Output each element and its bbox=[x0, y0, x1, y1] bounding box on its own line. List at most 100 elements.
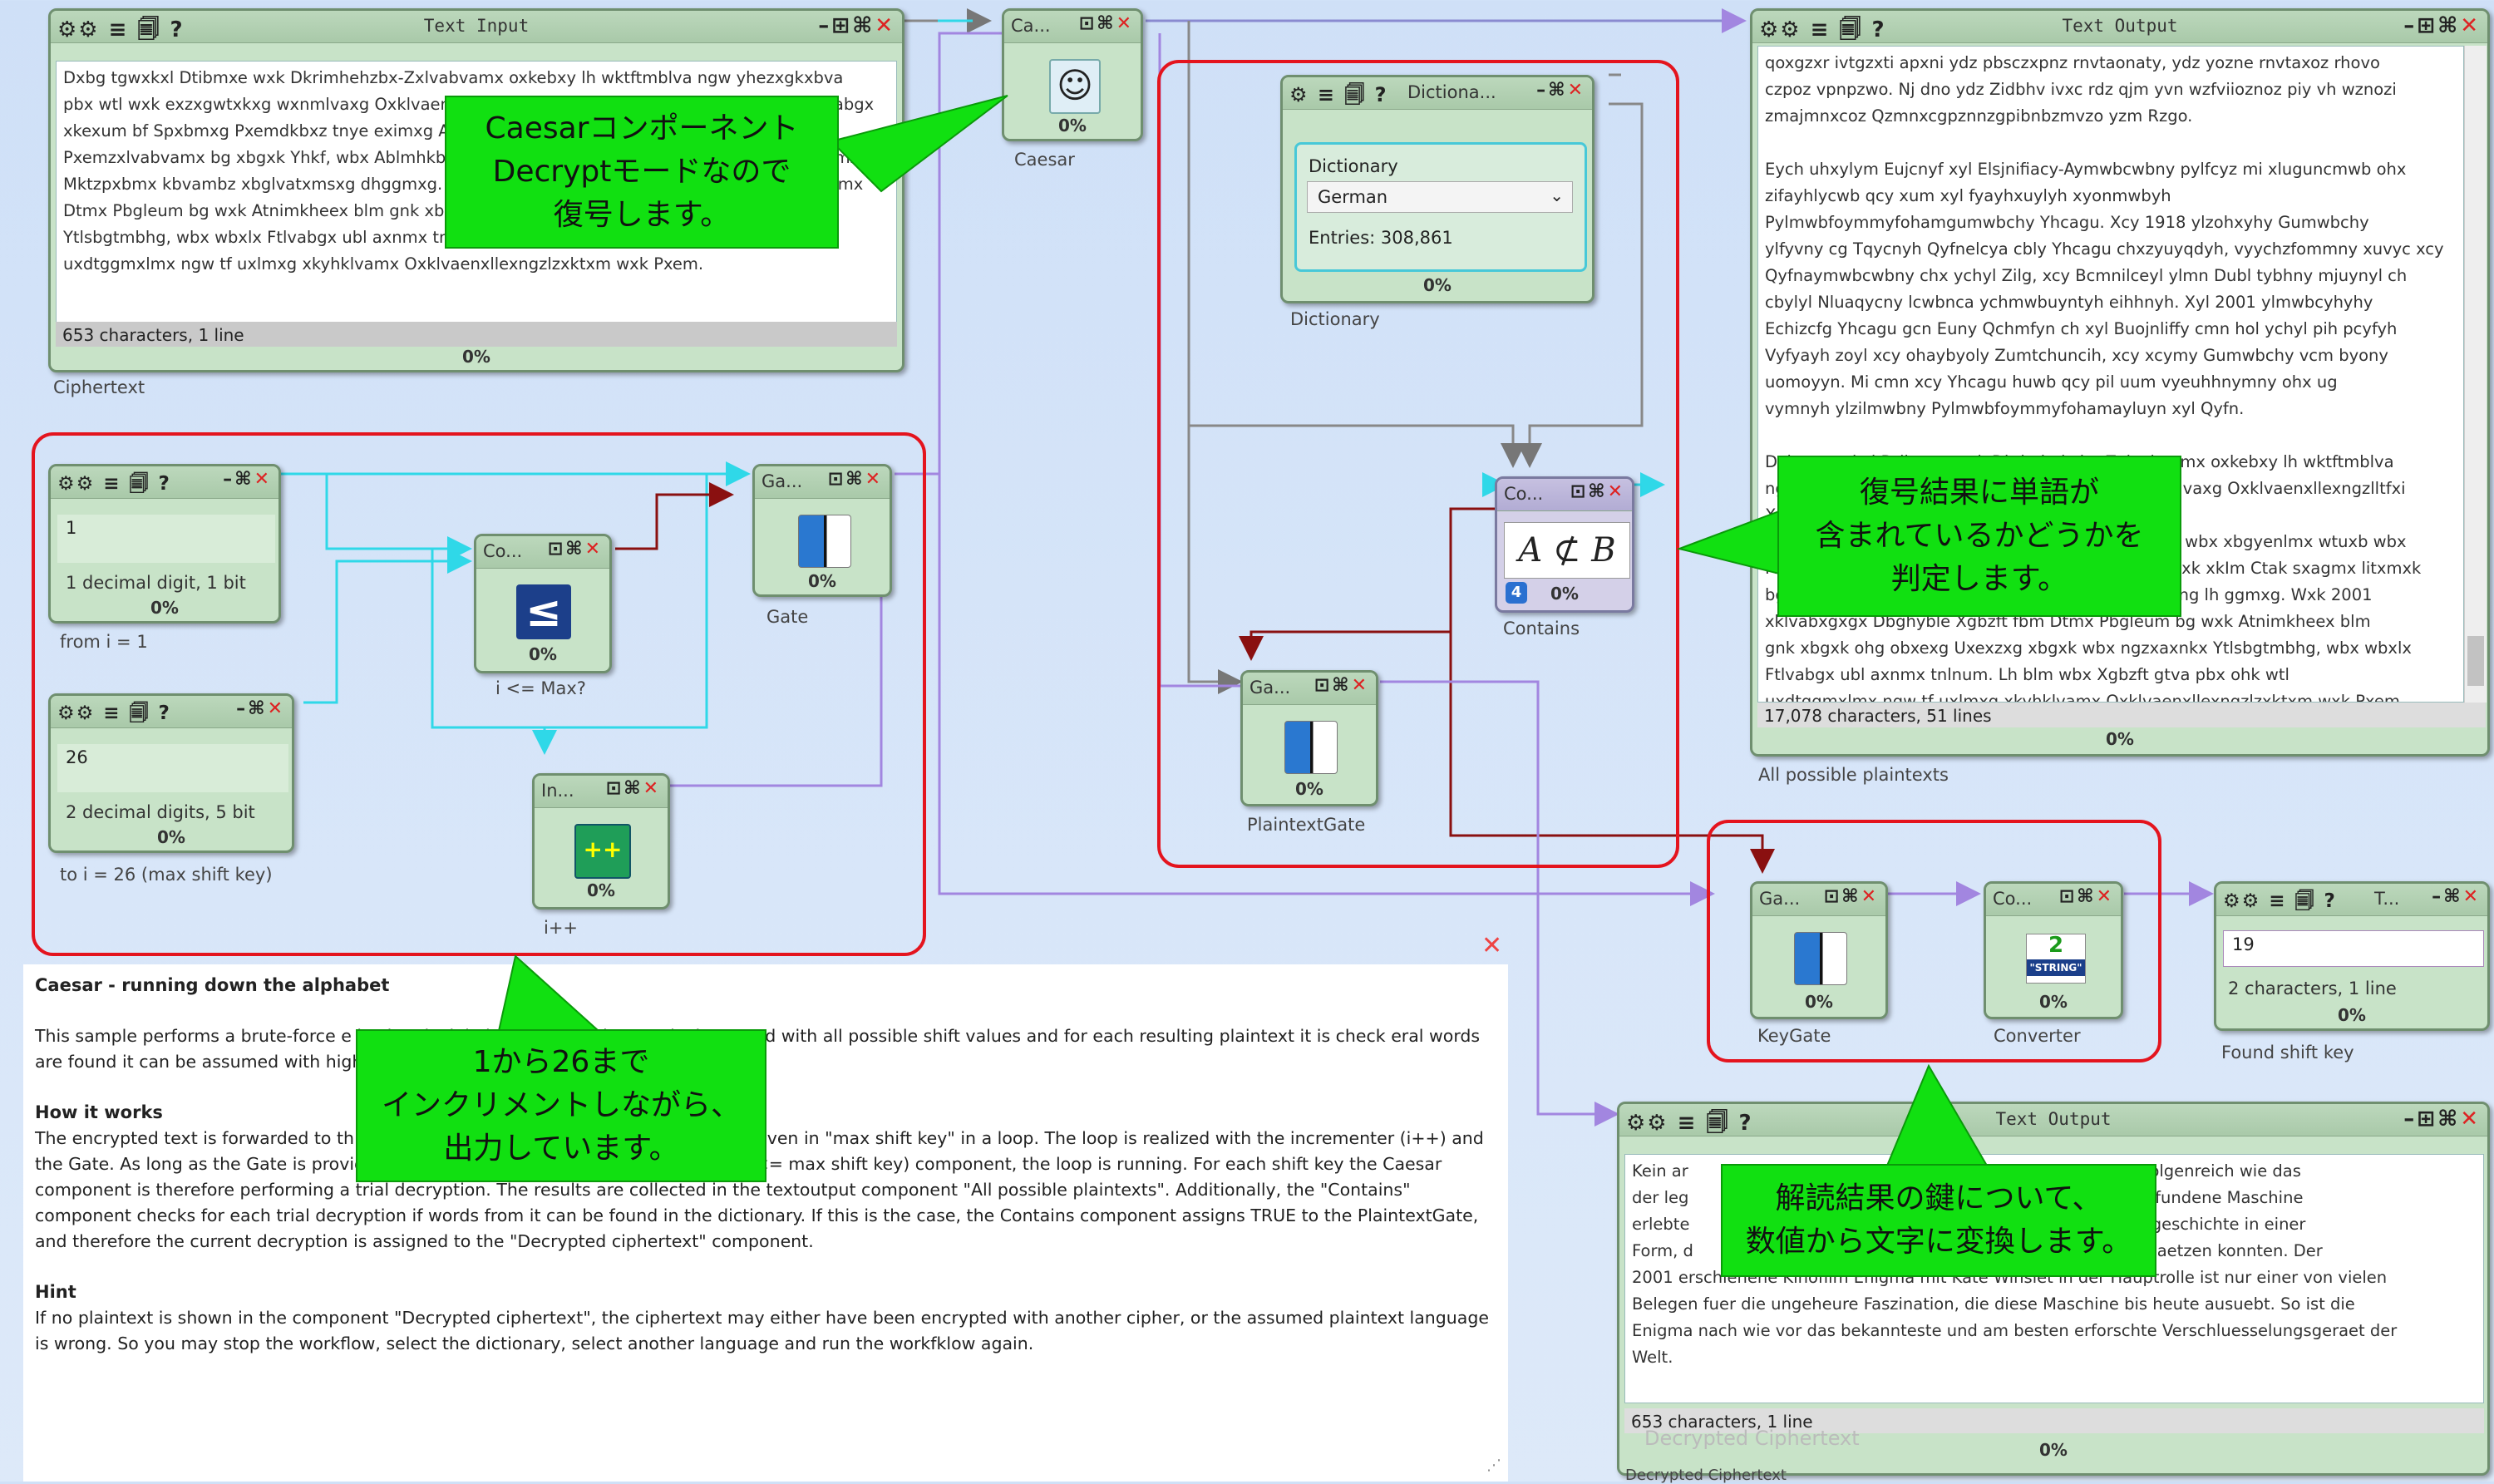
dictionary-highlight bbox=[1157, 60, 1679, 868]
component-title: Ga... bbox=[1759, 889, 1801, 909]
hint-text: If no plaintext is shown in the componen… bbox=[35, 1308, 1489, 1353]
window-buttons[interactable]: ⊡⌘✕ bbox=[1570, 481, 1625, 502]
converter-icon: 2 "STRING" bbox=[2026, 933, 2086, 984]
scrollbar[interactable] bbox=[2464, 46, 2487, 703]
ghost-caption: Decrypted Ciphertext bbox=[1644, 1427, 1860, 1450]
close-icon[interactable]: ✕ bbox=[1481, 931, 1503, 960]
component-caption: Ciphertext bbox=[53, 377, 145, 397]
component-toolbar-icons[interactable]: ⚙⚙ ≡ 🗐 ? bbox=[57, 473, 171, 495]
key-gate-component[interactable]: Ga... ⊡⌘✕ 0% bbox=[1750, 881, 1888, 1019]
title-bar[interactable]: Co... ⊡⌘✕ bbox=[476, 536, 609, 569]
title-bar[interactable]: ⚙⚙ ≡ 🗐 ? –⌘✕ bbox=[51, 696, 292, 728]
dictionary-component[interactable]: ⚙ ≡ 🗐 ? Dictiona... –⌘✕ Dictionary Germa… bbox=[1280, 75, 1594, 303]
title-bar[interactable]: In... ⊡⌘✕ bbox=[535, 776, 668, 808]
from-number-input-component[interactable]: ⚙⚙ ≡ 🗐 ? –⌘✕ 1 1 decimal digit, 1 bit 0% bbox=[48, 464, 281, 624]
comparator-component[interactable]: Co... ⊡⌘✕ ≤ 0% bbox=[474, 534, 612, 673]
plaintext-gate-component[interactable]: Ga... ⊡⌘✕ 0% bbox=[1240, 670, 1378, 806]
scrollbar-thumb[interactable] bbox=[2467, 636, 2484, 686]
language-select[interactable]: German ⌄ bbox=[1307, 181, 1573, 213]
status-bar: 653 characters, 1 line bbox=[56, 322, 897, 347]
title-bar[interactable]: Co... ⊡⌘✕ bbox=[1497, 479, 1632, 511]
component-toolbar-icons[interactable]: ⚙ ≡ 🗐 ? bbox=[1289, 83, 1388, 106]
loop-callout: 1から26まで インクリメントしながら、 出力しています。 bbox=[356, 1029, 766, 1182]
found-key-output-component[interactable]: ⚙⚙ ≡ 🗐 ? T... –⌘✕ 19 2 characters, 1 lin… bbox=[2214, 881, 2490, 1031]
incrementer-component[interactable]: In... ⊡⌘✕ ++ 0% bbox=[532, 773, 670, 910]
progress-label: 0% bbox=[1058, 116, 1087, 136]
gate-component[interactable]: Ga... ⊡⌘✕ 0% bbox=[752, 464, 892, 597]
increment-icon: ++ bbox=[574, 824, 631, 879]
converter-number: 2 bbox=[2048, 933, 2064, 958]
caesar-component[interactable]: Ca... ⊡⌘✕ ☺ 0% bbox=[1002, 8, 1143, 141]
window-buttons[interactable]: –⌘✕ bbox=[223, 469, 272, 490]
component-toolbar-icons[interactable]: ⚙⚙ ≡ 🗐 ? bbox=[57, 703, 171, 724]
component-title: Ga... bbox=[762, 471, 803, 491]
title-bar[interactable]: ⚙⚙ ≡ 🗐 ? –⌘✕ bbox=[51, 466, 278, 499]
component-caption: KeyGate bbox=[1757, 1026, 1831, 1046]
progress-label: 0% bbox=[2039, 1440, 2068, 1460]
component-caption: All possible plaintexts bbox=[1758, 765, 1949, 785]
gate-icon bbox=[1284, 721, 1338, 774]
title-bar[interactable]: Ga... ⊡⌘✕ bbox=[1243, 673, 1376, 705]
progress-label: 0% bbox=[529, 644, 557, 664]
caesar-callout: Caesarコンポーネント Decryptモードなので 復号します。 bbox=[445, 96, 839, 249]
window-buttons[interactable]: ⊡⌘✕ bbox=[1078, 13, 1134, 34]
found-key-info: 2 characters, 1 line bbox=[2228, 979, 2397, 998]
resize-grip-icon[interactable]: ⋰ bbox=[1486, 1457, 1501, 1474]
window-buttons[interactable]: ⊡⌘✕ bbox=[2058, 886, 2114, 907]
contains-component[interactable]: Co... ⊡⌘✕ A ⊄ B 4 0% bbox=[1495, 476, 1634, 613]
number-value[interactable]: 1 bbox=[57, 515, 275, 563]
component-title: In... bbox=[541, 781, 574, 801]
gate-icon bbox=[1794, 932, 1847, 985]
component-title: Co... bbox=[1504, 484, 1544, 504]
component-toolbar-icons[interactable]: ⚙⚙ ≡ 🗐 ? bbox=[1759, 17, 1886, 42]
component-title: Text Input bbox=[423, 16, 530, 36]
entries-value: 308,861 bbox=[1380, 228, 1453, 248]
window-buttons[interactable]: –⌘✕ bbox=[236, 698, 285, 719]
window-buttons[interactable]: –⊞⌘✕ bbox=[2403, 1107, 2481, 1131]
window-buttons[interactable]: ⊡⌘✕ bbox=[827, 469, 883, 490]
progress-label: 0% bbox=[2039, 992, 2068, 1012]
converter-component[interactable]: Co... ⊡⌘✕ 2 "STRING" 0% bbox=[1984, 881, 2123, 1019]
window-buttons[interactable]: –⊞⌘✕ bbox=[2403, 13, 2481, 38]
title-bar[interactable]: Ga... ⊡⌘✕ bbox=[1752, 884, 1885, 916]
component-caption: from i = 1 bbox=[60, 632, 148, 652]
language-value: German bbox=[1318, 187, 1388, 207]
number-value[interactable]: 26 bbox=[57, 744, 288, 792]
number-info: 1 decimal digit, 1 bit bbox=[66, 573, 246, 593]
component-caption: Converter bbox=[1994, 1026, 2081, 1046]
chevron-down-icon: ⌄ bbox=[1550, 185, 1564, 205]
window-buttons[interactable]: ⊡⌘✕ bbox=[547, 539, 603, 560]
window-buttons[interactable]: –⊞⌘✕ bbox=[818, 13, 895, 38]
component-title: Text Output bbox=[2062, 16, 2178, 36]
component-toolbar-icons[interactable]: ⚙⚙ ≡ 🗐 ? bbox=[2223, 890, 2337, 912]
window-buttons[interactable]: ⊡⌘✕ bbox=[605, 778, 661, 799]
title-bar[interactable]: Ca... ⊡⌘✕ bbox=[1004, 11, 1141, 43]
title-bar[interactable]: ⚙⚙ ≡ 🗐 ? T... –⌘✕ bbox=[2216, 884, 2487, 916]
component-toolbar-icons[interactable]: ⚙⚙ ≡ 🗐 ? bbox=[57, 17, 185, 42]
title-bar[interactable]: Ga... ⊡⌘✕ bbox=[755, 466, 890, 499]
component-toolbar-icons[interactable]: ⚙⚙ ≡ 🗐 ? bbox=[1626, 1111, 1753, 1136]
progress-label: 0% bbox=[2338, 1005, 2366, 1025]
title-bar[interactable]: ⚙⚙ ≡ 🗐 ? Text Output –⊞⌘✕ bbox=[1619, 1104, 2487, 1136]
title-bar[interactable]: ⚙ ≡ 🗐 ? Dictiona... –⌘✕ bbox=[1283, 77, 1592, 110]
progress-label: 0% bbox=[1550, 584, 1579, 604]
window-buttons[interactable]: –⌘✕ bbox=[2432, 886, 2481, 907]
window-buttons[interactable]: ⊡⌘✕ bbox=[1823, 886, 1879, 907]
how-it-works-heading: How it works bbox=[35, 1102, 163, 1122]
found-key-value[interactable]: 19 bbox=[2223, 930, 2484, 967]
window-buttons[interactable]: –⌘✕ bbox=[1536, 80, 1585, 101]
less-equal-icon: ≤ bbox=[516, 584, 571, 639]
progress-label: 0% bbox=[2106, 729, 2134, 749]
component-title: T... bbox=[2374, 889, 2400, 909]
window-buttons[interactable]: ⊡⌘✕ bbox=[1314, 675, 1369, 696]
description-panel[interactable]: Caesar - running down the alphabet This … bbox=[23, 964, 1508, 1482]
dictionary-settings-panel: Dictionary German ⌄ Entries: 308,861 bbox=[1294, 142, 1587, 272]
title-bar[interactable]: ⚙⚙ ≡ 🗐 ? Text Input –⊞⌘✕ bbox=[51, 11, 902, 43]
entries-row: Entries: 308,861 bbox=[1309, 228, 1453, 248]
title-bar[interactable]: ⚙⚙ ≡ 🗐 ? Text Output –⊞⌘✕ bbox=[1752, 11, 2487, 43]
progress-label: 0% bbox=[157, 827, 185, 847]
component-caption: Dictionary bbox=[1290, 309, 1380, 329]
to-number-input-component[interactable]: ⚙⚙ ≡ 🗐 ? –⌘✕ 26 2 decimal digits, 5 bit … bbox=[48, 693, 294, 853]
title-bar[interactable]: Co... ⊡⌘✕ bbox=[1986, 884, 2121, 916]
